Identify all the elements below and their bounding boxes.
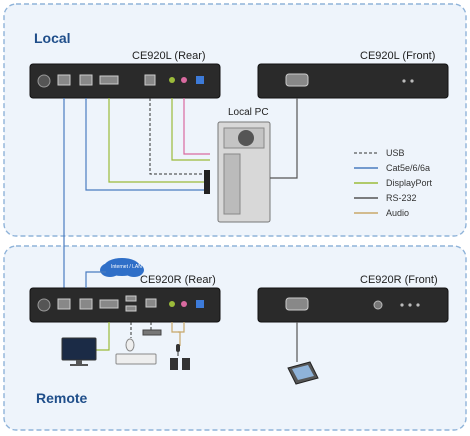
ce920r-rear-title: CE920R (Rear) <box>140 274 216 286</box>
dip-switch-icon <box>196 300 204 308</box>
audio-out-port-icon <box>169 301 175 307</box>
rj45-port-icon <box>79 298 93 310</box>
touch-panel-icon <box>287 361 319 385</box>
audio-cable <box>171 98 210 161</box>
rs232-cable <box>270 98 298 179</box>
ce920r-rear-unit <box>29 287 221 323</box>
rj45-port-icon <box>79 74 93 86</box>
ce920l-front-title: CE920L (Front) <box>360 50 436 62</box>
audio-cable <box>171 322 181 346</box>
usb-device-icon <box>142 329 162 336</box>
lan-cable <box>85 271 106 288</box>
legend-displayport-label: DisplayPort <box>386 178 433 188</box>
local-zone <box>3 3 467 237</box>
mouse-icon <box>125 338 135 352</box>
led-icon <box>416 303 420 307</box>
local-cables <box>63 98 298 290</box>
keyboard-icon <box>115 353 157 365</box>
microphone-icon <box>176 344 180 356</box>
cat5-cable <box>85 98 206 191</box>
power-port-icon <box>37 298 51 312</box>
displayport-cable <box>96 322 110 351</box>
ce920l-rear-unit <box>29 63 221 99</box>
legend-audio-label: Audio <box>386 208 410 218</box>
ce920r-front-title: CE920R (Front) <box>360 274 438 286</box>
led-icon <box>408 303 412 307</box>
lan-cloud-icon <box>100 258 144 277</box>
remote-zone-title: Remote <box>36 390 88 406</box>
local-pc-tower <box>217 121 271 223</box>
rj45-port-icon <box>57 298 71 310</box>
ce920l-rear-title: CE920L (Rear) <box>132 50 206 62</box>
rs232-port-icon <box>285 297 309 311</box>
remote-cables <box>96 322 298 362</box>
audio-in-port-icon <box>181 301 187 307</box>
audio-cable <box>178 322 185 333</box>
dip-switch-icon <box>196 76 204 84</box>
power-port-icon <box>37 74 51 88</box>
ce920l-front-unit <box>257 63 449 99</box>
local-zone-title: Local <box>34 30 71 46</box>
audio-out-port-icon <box>169 77 175 83</box>
usb-a-port-icon <box>125 295 137 302</box>
audio-in-port-icon <box>181 77 187 83</box>
ce920r-front-unit <box>257 287 449 323</box>
usb-a-port-icon <box>145 298 157 308</box>
led-icon <box>402 79 406 83</box>
legend <box>354 152 378 214</box>
led-icon <box>400 303 404 307</box>
displayport-icon <box>99 75 119 85</box>
usb-a-port-icon <box>125 305 137 312</box>
fan-icon <box>238 130 254 146</box>
monitor-icon <box>61 337 97 366</box>
speaker-icon <box>170 358 190 370</box>
legend-cat5-label: Cat5e/6/6a <box>386 163 431 173</box>
rj45-port-icon <box>57 74 71 86</box>
lan-cloud-label: Internet / LAN <box>111 264 142 270</box>
legend-rs232-label: RS-232 <box>386 193 417 203</box>
usb-cable <box>149 98 206 175</box>
rs232-port-icon <box>285 73 309 87</box>
legend-usb-label: USB <box>386 148 405 158</box>
local-pc-title: Local PC <box>228 107 269 118</box>
displayport-icon <box>99 299 119 309</box>
button-icon <box>373 300 383 310</box>
usb-b-port-icon <box>144 74 156 86</box>
displayport-cable <box>108 98 206 183</box>
audio-cable <box>183 98 210 155</box>
led-icon <box>410 79 414 83</box>
